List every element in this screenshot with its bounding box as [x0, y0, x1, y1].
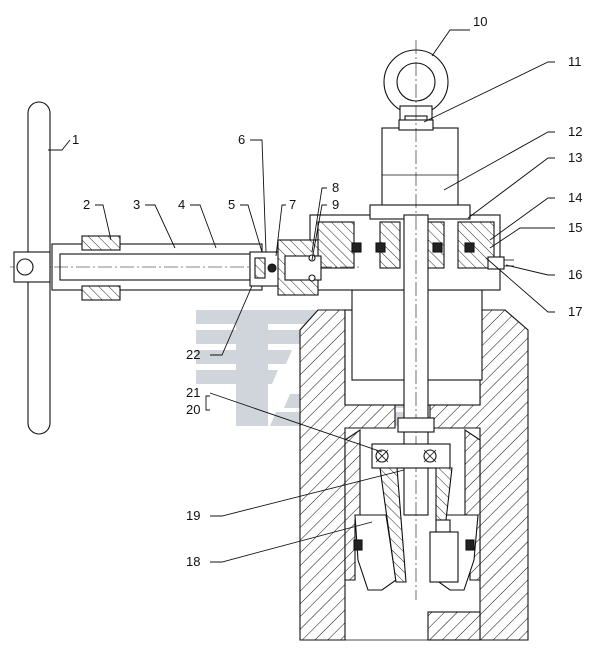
- callout-3: 3: [133, 197, 140, 212]
- gate-wedge: [353, 467, 479, 591]
- callout-11: 11: [568, 54, 582, 69]
- stem-clamp: [371, 443, 451, 469]
- callout-6: 6: [238, 132, 245, 147]
- callout-10: 10: [473, 14, 487, 29]
- callout-2: 2: [83, 197, 90, 212]
- callout-14: 14: [568, 190, 582, 205]
- side-packing: [249, 251, 281, 287]
- callout-13: 13: [568, 150, 582, 165]
- callout-21: 21: [186, 385, 200, 400]
- callout-labels: 1 2 3 4 5 6 7 8 9 10 11 12 13 14 15 16 1…: [72, 14, 582, 569]
- callout-5: 5: [228, 197, 235, 212]
- side-flange: [277, 239, 322, 296]
- callout-1: 1: [72, 132, 79, 147]
- callout-8: 8: [332, 180, 339, 195]
- callout-16: 16: [568, 267, 582, 282]
- callout-19: 19: [186, 508, 200, 523]
- callout-17: 17: [568, 304, 582, 319]
- callout-15: 15: [568, 220, 582, 235]
- side-barrel: [10, 235, 360, 301]
- callout-22: 22: [186, 347, 200, 362]
- leader-lines: [48, 29, 555, 563]
- callout-18: 18: [186, 554, 200, 569]
- yoke-housing: [369, 127, 471, 220]
- callout-4: 4: [178, 197, 185, 212]
- callout-20: 20: [186, 402, 200, 417]
- callout-12: 12: [568, 124, 582, 139]
- callout-7: 7: [289, 197, 296, 212]
- handwheel: [13, 101, 51, 435]
- callout-9: 9: [332, 197, 339, 212]
